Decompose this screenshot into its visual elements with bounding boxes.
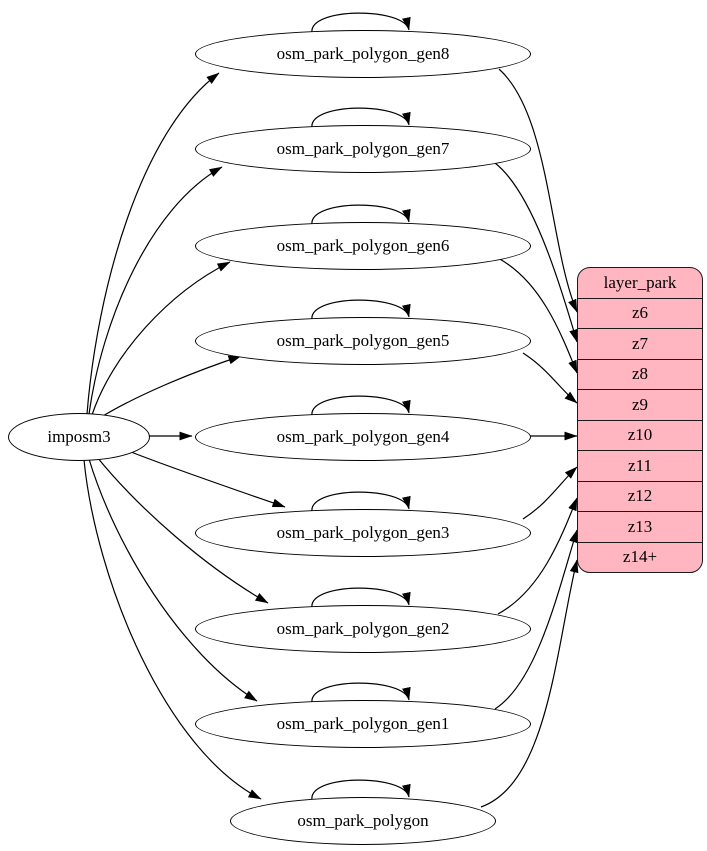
layer-row-z7: z7: [578, 328, 702, 359]
edge-gen2-to-z12: [497, 497, 578, 615]
node-osm-park-polygon: osm_park_polygon: [230, 797, 496, 845]
node-label: osm_park_polygon_gen5: [276, 331, 450, 350]
node-osm-park-polygon-gen2: osm_park_polygon_gen2: [195, 605, 531, 653]
self-loop-gen4: [311, 395, 411, 417]
self-loop-gen8: [311, 12, 411, 34]
edge-imposm3-to-gen2: [96, 456, 269, 604]
node-osm-park-polygon-gen8: osm_park_polygon_gen8: [195, 30, 531, 78]
node-osm-park-polygon-gen7: osm_park_polygon_gen7: [195, 125, 531, 173]
node-label: osm_park_polygon_gen3: [276, 523, 450, 542]
self-loop-gen1: [311, 682, 411, 704]
node-osm-park-polygon-gen6: osm_park_polygon_gen6: [195, 222, 531, 270]
edge-gen1-to-z13: [494, 529, 578, 710]
self-loop-gen2: [311, 587, 411, 609]
edge-imposm3-to-gen1: [88, 458, 258, 702]
node-label: osm_park_polygon_gen1: [276, 714, 450, 733]
node-osm-park-polygon-gen1: osm_park_polygon_gen1: [195, 700, 531, 748]
edge-imposm3-to-gen3: [130, 451, 286, 508]
edge-imposm3-to-gen5: [97, 355, 242, 420]
node-label: osm_park_polygon_gen6: [276, 236, 450, 255]
layer-row-z10: z10: [578, 419, 702, 451]
edge-gen3-to-z11: [522, 466, 578, 520]
self-loop-gen3: [311, 491, 411, 513]
node-osm-park-polygon-gen5: osm_park_polygon_gen5: [195, 317, 531, 365]
edge-gen8-to-z6: [498, 68, 578, 313]
node-imposm3: imposm3: [8, 413, 150, 461]
node-label: osm_park_polygon_gen4: [276, 427, 450, 446]
node-label: osm_park_polygon_gen7: [276, 139, 450, 158]
layer-row-z11: z11: [578, 450, 702, 481]
node-osm-park-polygon-gen3: osm_park_polygon_gen3: [195, 509, 531, 557]
node-label: osm_park_polygon_gen2: [276, 619, 450, 638]
node-label: osm_park_polygon_gen8: [276, 44, 450, 63]
node-osm-park-polygon-gen4: osm_park_polygon_gen4: [195, 413, 531, 461]
layer-row-z8: z8: [578, 358, 702, 390]
node-imposm3-label: imposm3: [47, 427, 111, 446]
edge-gen5-to-z9: [522, 352, 578, 404]
self-loop-gen5: [311, 299, 411, 321]
edge-gen7-to-z7: [494, 162, 578, 343]
edge-polygon-to-z14: [480, 559, 579, 808]
self-loop-gen6: [311, 204, 411, 226]
edge-imposm3-to-gen8: [86, 72, 220, 415]
node-label: osm_park_polygon: [297, 811, 429, 830]
layer-row-z13: z13: [578, 511, 702, 542]
layer-park-header: layer_park: [603, 272, 677, 292]
edge-imposm3-to-polygon: [83, 459, 262, 800]
layer-row-z9: z9: [578, 389, 702, 420]
layer-row-z12: z12: [578, 480, 702, 512]
self-loop-gen7: [311, 107, 411, 129]
layer-row-z14plus: z14+: [578, 541, 702, 573]
edge-imposm3-to-gen6: [91, 261, 231, 416]
layer-row-z6: z6: [578, 297, 702, 329]
layer-park-table: layer_park z6 z7 z8 z9 z10 z11 z12 z13 z…: [577, 267, 703, 573]
edge-gen6-to-z8: [497, 257, 578, 374]
self-loop-polygon: [311, 779, 411, 801]
edge-imposm3-to-gen7: [88, 166, 223, 415]
